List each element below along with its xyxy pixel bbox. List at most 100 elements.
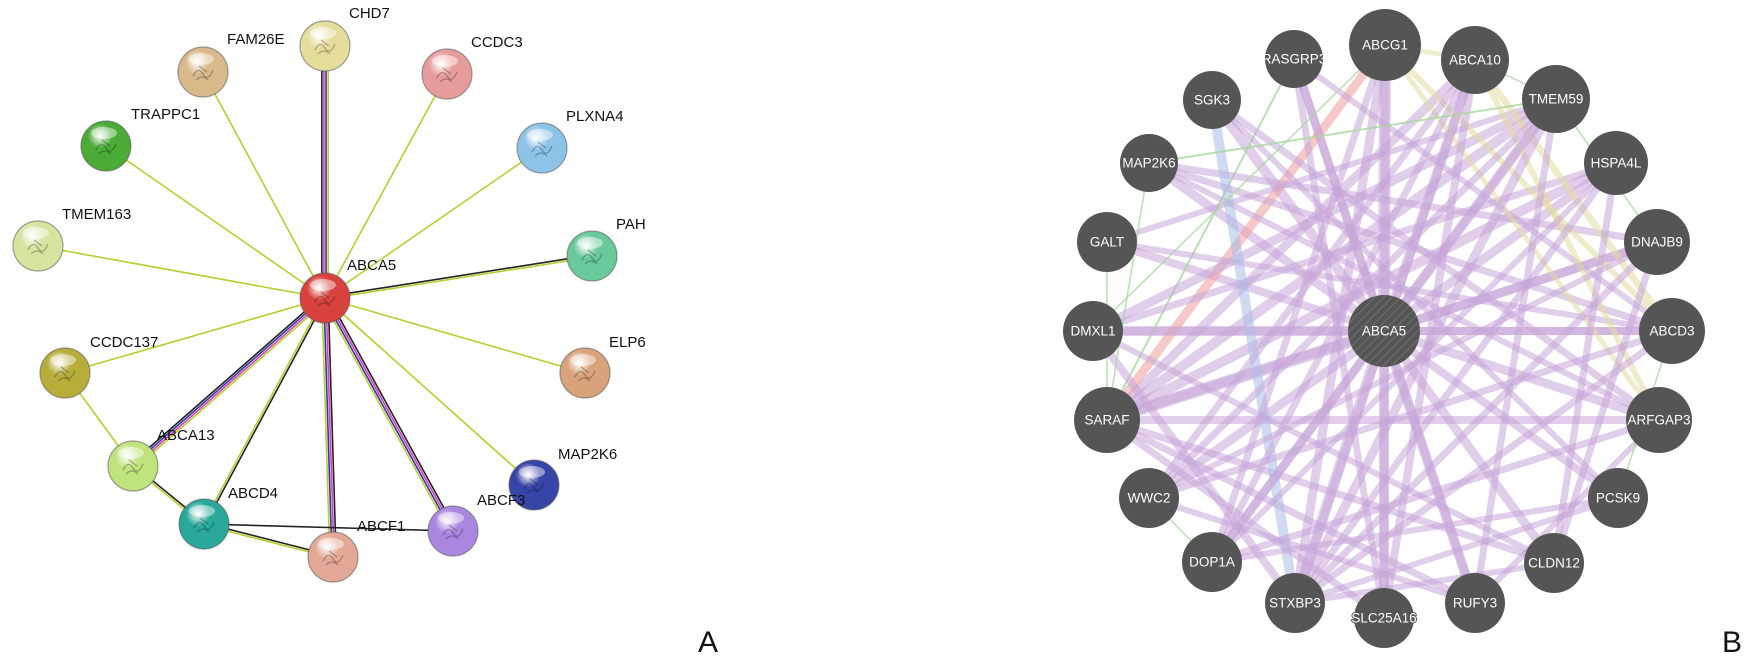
edge-sgk3-stxbp3-colocalization	[1207, 99, 1300, 604]
node-abcg1[interactable]: ABCG1	[1349, 9, 1421, 81]
edge-cldn12-dmxl1-coexpression	[1091, 328, 1556, 566]
edge-slc25a16-saraf-coexpression	[1104, 417, 1387, 621]
node-label: MAP2K6	[1122, 156, 1175, 171]
edge-abcd4-abcf3-coexpression	[203, 523, 454, 532]
edge-dnajb9-stxbp3-coexpression	[1292, 239, 1660, 606]
protein-structure-icon	[574, 366, 596, 382]
edge-dmxl1-abcg1-genetic	[1092, 44, 1386, 332]
protein-structure-icon	[122, 459, 144, 475]
edge-abca5-ccdc137-textmining	[64, 297, 326, 374]
node-dnajb9[interactable]: DNAJB9	[1624, 209, 1690, 275]
node-label: SGK3	[1194, 93, 1230, 108]
protein-structure-icon	[193, 517, 215, 533]
edge-abca10-abcd3-shared_domains	[1472, 57, 1675, 334]
node-label: PLXNA4	[566, 108, 624, 125]
node-tmem59[interactable]: TMEM59	[1522, 65, 1590, 133]
node-abca10[interactable]: ABCA10	[1441, 26, 1509, 94]
node-tmem163[interactable]: TMEM163	[12, 206, 131, 272]
edge-map2k6-saraf-genetic	[1106, 162, 1150, 421]
protein-structure-icon	[27, 239, 49, 255]
protein-structure-icon	[314, 39, 336, 55]
node-label: RUFY3	[1453, 596, 1497, 611]
node-label: ABCD3	[1649, 324, 1694, 339]
node-label: DNAJB9	[1631, 235, 1683, 250]
node-slc25a16[interactable]: SLC25A16	[1350, 588, 1418, 648]
node-stxbp3[interactable]: STXBP3	[1265, 573, 1325, 633]
node-ccdc3[interactable]: CCDC3	[421, 34, 523, 100]
edge-abca5-abcd4-textmining	[202, 297, 325, 524]
edge-abca5-ccdc3-textmining	[324, 73, 448, 299]
node-trappc1[interactable]: TRAPPC1	[80, 106, 200, 172]
node-label: MAP2K6	[558, 446, 617, 463]
edge-hspa4l-stxbp3-coexpression	[1292, 160, 1619, 606]
panel-a-edges	[37, 46, 593, 559]
node-abcd4[interactable]: ABCD4	[178, 485, 278, 550]
node-label: SARAF	[1084, 413, 1129, 428]
node-wwc2[interactable]: WWC2	[1119, 468, 1179, 528]
node-sgk3[interactable]: SGK3	[1183, 71, 1241, 129]
node-galt[interactable]: GALT	[1077, 212, 1137, 272]
protein-structure-icon	[322, 550, 344, 566]
edge-abca10-wwc2-coexpression	[1146, 57, 1478, 501]
edge-arfgap3-dop1a-coexpression	[1210, 416, 1661, 566]
node-label: FAM26E	[227, 31, 285, 48]
node-abcd3[interactable]: ABCD3	[1639, 298, 1705, 364]
node-abcf1[interactable]: ABCF1	[307, 518, 405, 583]
edge-saraf-rasgrp3-genetic	[1106, 58, 1295, 421]
edge-abca5-abcf1-coexpression	[327, 297, 337, 557]
node-pah[interactable]: PAH	[566, 216, 646, 282]
node-rasgrp3[interactable]: RASGRP3	[1262, 30, 1327, 88]
protein-structure-icon	[54, 366, 76, 382]
node-pcsk9[interactable]: PCSK9	[1588, 468, 1648, 528]
edge-dnajb9-wwc2-coexpression	[1147, 239, 1659, 501]
node-plxna4[interactable]: PLXNA4	[516, 108, 624, 174]
node-abca5[interactable]: ABCA5	[1348, 295, 1420, 367]
protein-structure-icon	[442, 524, 464, 540]
protein-structure-icon	[95, 139, 117, 155]
edge-abcg1-abcd3-shared_domains	[1382, 42, 1675, 334]
edge-abca5-abcd4-coexpression	[204, 298, 327, 525]
panel-a-letter: A	[698, 626, 718, 659]
edge-saraf-abcg1-pathway	[1103, 42, 1389, 423]
node-label: ABCD4	[228, 485, 278, 502]
node-label: PAH	[616, 216, 646, 233]
node-dmxl1[interactable]: DMXL1	[1063, 301, 1123, 361]
node-label: CHD7	[349, 5, 390, 22]
node-label: CLDN12	[1528, 556, 1580, 571]
node-label: STXBP3	[1269, 596, 1321, 611]
edge-abca5-fam26e-textmining	[202, 71, 326, 299]
node-label: ELP6	[609, 334, 646, 351]
edge-sgk3-pcsk9-coexpression	[1209, 97, 1621, 501]
panel-b-letter: B	[1722, 626, 1742, 659]
node-cldn12[interactable]: CLDN12	[1524, 533, 1584, 593]
edge-abca5-abcf3-experiments	[325, 297, 455, 531]
node-abcf3[interactable]: ABCF3	[427, 492, 525, 557]
edge-abca5-abcf1-textmining	[321, 298, 331, 558]
node-ccdc137[interactable]: CCDC137	[39, 334, 158, 399]
node-hspa4l[interactable]: HSPA4L	[1584, 131, 1648, 195]
edge-pcsk9-dop1a-coexpression	[1211, 495, 1619, 565]
protein-structure-icon	[314, 291, 336, 307]
edge-rufy3-wwc2-coexpression	[1148, 495, 1476, 606]
node-fam26e[interactable]: FAM26E	[177, 31, 285, 98]
node-saraf[interactable]: SARAF	[1074, 387, 1140, 453]
node-chd7[interactable]: CHD7	[299, 5, 390, 72]
node-label: PCSK9	[1596, 491, 1640, 506]
node-label: ABCA10	[1449, 53, 1501, 68]
node-label: CCDC3	[471, 34, 523, 51]
edge-pcsk9-stxbp3-coexpression	[1294, 495, 1619, 606]
node-abca13[interactable]: ABCA13	[107, 427, 215, 492]
edge-dmxl1-stxbp3-coexpression	[1089, 328, 1299, 606]
node-elp6[interactable]: ELP6	[559, 334, 646, 399]
node-rufy3[interactable]: RUFY3	[1445, 573, 1505, 633]
node-arfgap3[interactable]: ARFGAP3	[1626, 387, 1692, 453]
node-abca5[interactable]: ABCA5	[299, 257, 396, 324]
node-map2k6[interactable]: MAP2K6	[1120, 134, 1178, 192]
edge-abcd3-stxbp3-coexpression	[1292, 328, 1675, 606]
node-dop1a[interactable]: DOP1A	[1182, 532, 1242, 592]
node-map2k6[interactable]: MAP2K6	[508, 446, 617, 511]
